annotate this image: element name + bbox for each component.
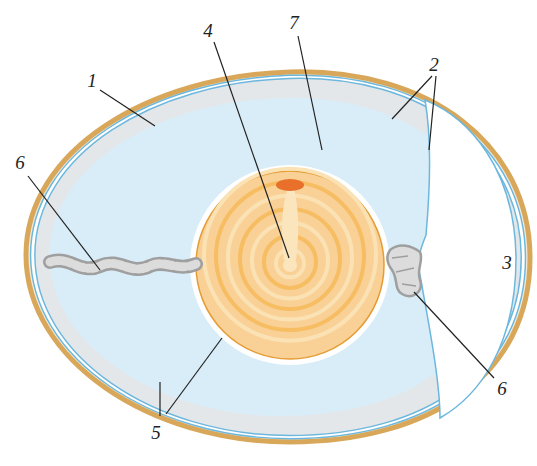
- callout-number: 6: [13, 152, 27, 173]
- shell-membrane: [31, 75, 526, 438]
- callout-number: 3: [500, 252, 514, 273]
- callout-number: 1: [85, 70, 99, 91]
- germinal-disc: [276, 179, 304, 191]
- yolk-membrane: [190, 165, 390, 365]
- leader-line: [28, 36, 494, 416]
- latebra: [282, 188, 298, 260]
- callout-number: 7: [287, 12, 301, 33]
- air-cell: [418, 100, 516, 418]
- callout-number: 2: [427, 54, 441, 75]
- inner-membrane: [35, 78, 521, 435]
- callout-number: 4: [201, 20, 215, 41]
- chalaza: [50, 260, 196, 269]
- chalaza: [387, 246, 421, 297]
- callout-number: 5: [149, 422, 163, 443]
- shell: [26, 72, 530, 442]
- callout-number: 6: [495, 378, 509, 399]
